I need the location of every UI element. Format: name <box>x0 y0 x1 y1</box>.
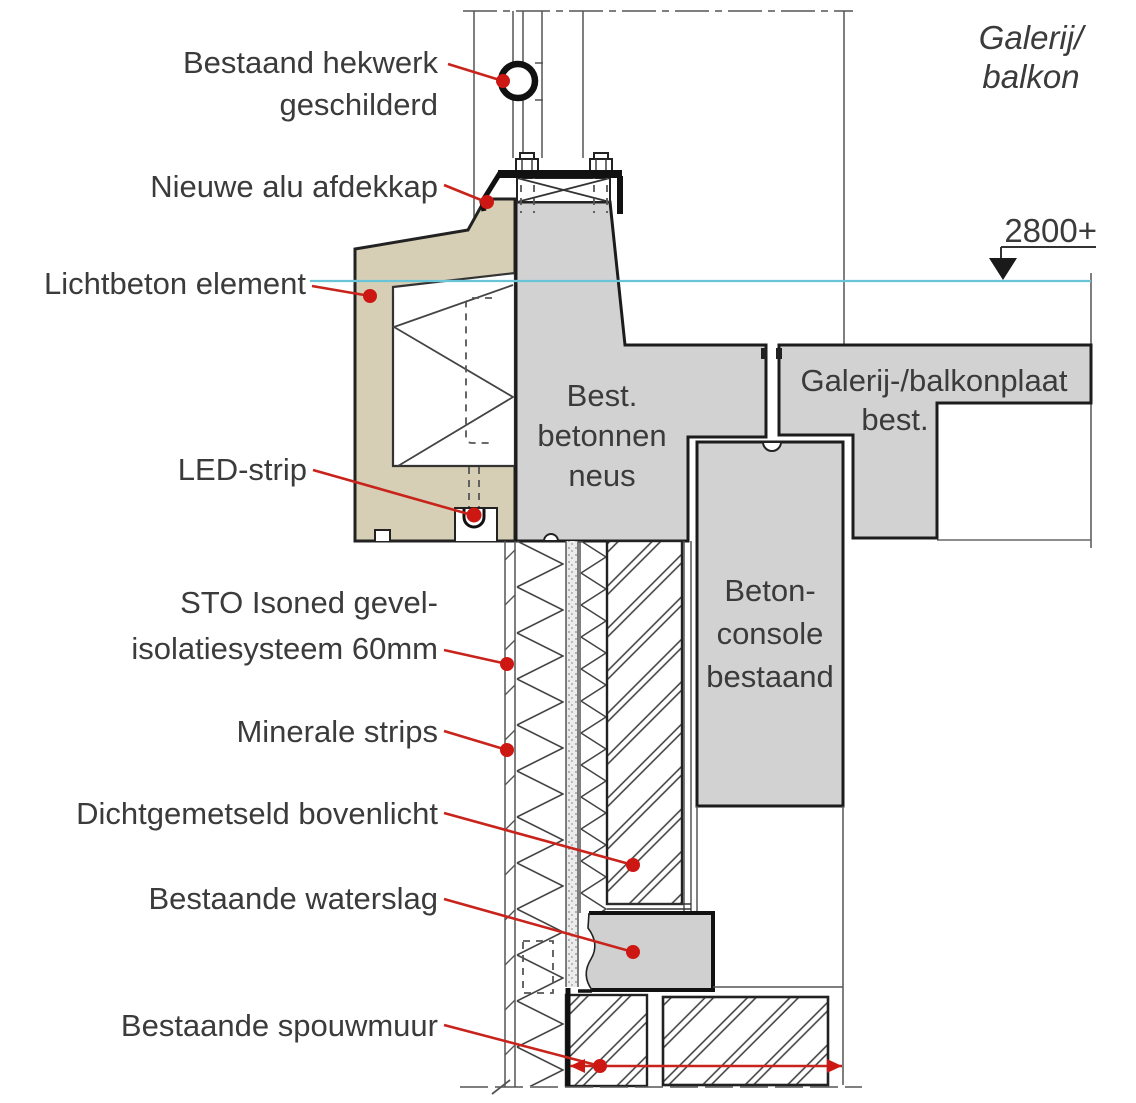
nose-drip-groove <box>542 533 560 542</box>
annotation-leaders <box>311 62 842 1068</box>
balcony-slab <box>777 343 1093 540</box>
text-neus-line2: betonnen <box>537 418 666 453</box>
existing-sill <box>578 911 715 993</box>
gallery-edge-line <box>843 11 1092 548</box>
joint-drip-half-round <box>761 441 783 452</box>
insulation-layer-outer <box>516 541 564 1086</box>
text-console-line3: bestaand <box>706 659 834 694</box>
text-console-line2: console <box>717 616 824 651</box>
label-minerale: Minerale strips <box>236 714 438 749</box>
leader-afdekkap <box>443 183 487 204</box>
text-plaat-line2: best. <box>861 402 928 437</box>
leader-minerale <box>443 729 508 752</box>
label-afdekkap: Nieuwe alu afdekkap <box>150 169 438 204</box>
adhesive-stipple-layer <box>565 541 579 987</box>
label-spouwmuur: Bestaande spouwmuur <box>121 1008 438 1043</box>
hidden-old-sill-dashed <box>522 940 554 994</box>
dot-waterslag <box>626 945 640 959</box>
text-console-line1: Beton- <box>724 573 815 608</box>
old-frame-lines <box>607 541 698 913</box>
leader-lichtbeton <box>311 284 371 298</box>
leader-spouwmuur <box>443 1023 601 1068</box>
label-hekwerk-line2: geschilderd <box>279 87 438 122</box>
level-marker <box>989 246 1096 280</box>
text-plaat-line1: Galerij-/balkonplaat <box>800 363 1067 398</box>
leader-led <box>312 468 473 517</box>
render-brickstrip-layer <box>504 541 516 1087</box>
leader-bovenlicht <box>443 811 634 867</box>
element-cavity <box>391 271 517 468</box>
dot-afdekkap <box>480 195 494 209</box>
label-hekwerk-line1: Bestaand hekwerk <box>183 45 439 80</box>
text-neus-line1: Best. <box>567 378 638 413</box>
dot-bovenlicht <box>626 858 640 872</box>
text-location-line2: balkon <box>982 58 1079 95</box>
dot-sto <box>500 657 514 671</box>
dot-lichtbeton <box>363 289 377 303</box>
existing-cavity-wall <box>460 806 862 1095</box>
label-lichtbeton: Lichtbeton element <box>44 266 306 301</box>
insulation-zigzag-cavity <box>391 284 515 467</box>
leader-sto <box>443 648 508 666</box>
element-bottom-notch <box>374 529 391 541</box>
label-led: LED-strip <box>178 452 307 487</box>
timber-packing-x-brace <box>516 177 611 203</box>
dot-led <box>466 507 482 523</box>
annotation-dots <box>363 74 842 1073</box>
hidden-duct-dashed <box>465 297 492 444</box>
dot-spouwmuur <box>593 1059 607 1073</box>
arrowhead-right <box>827 1059 842 1073</box>
bricked-up-transom <box>605 539 684 906</box>
label-sto-line2: isolatiesysteem 60mm <box>131 631 438 666</box>
label-sto-line1: STO Isoned gevel- <box>180 585 438 620</box>
expansion-joint <box>761 347 782 435</box>
dot-minerale <box>500 743 514 757</box>
text-location-line1: Galerij/ <box>979 19 1086 56</box>
led-wiring-dashed <box>468 467 480 508</box>
text-neus-line3: neus <box>568 458 635 493</box>
text-level-value: 2800+ <box>1004 212 1097 249</box>
label-waterslag: Bestaande waterslag <box>148 881 438 916</box>
arrowhead-left <box>570 1059 585 1073</box>
leader-hekwerk <box>447 62 504 83</box>
leader-waterslag <box>443 897 634 954</box>
dot-hekwerk <box>496 74 510 88</box>
label-bovenlicht: Dichtgemetseld bovenlicht <box>76 796 438 831</box>
concrete-console <box>695 440 845 808</box>
